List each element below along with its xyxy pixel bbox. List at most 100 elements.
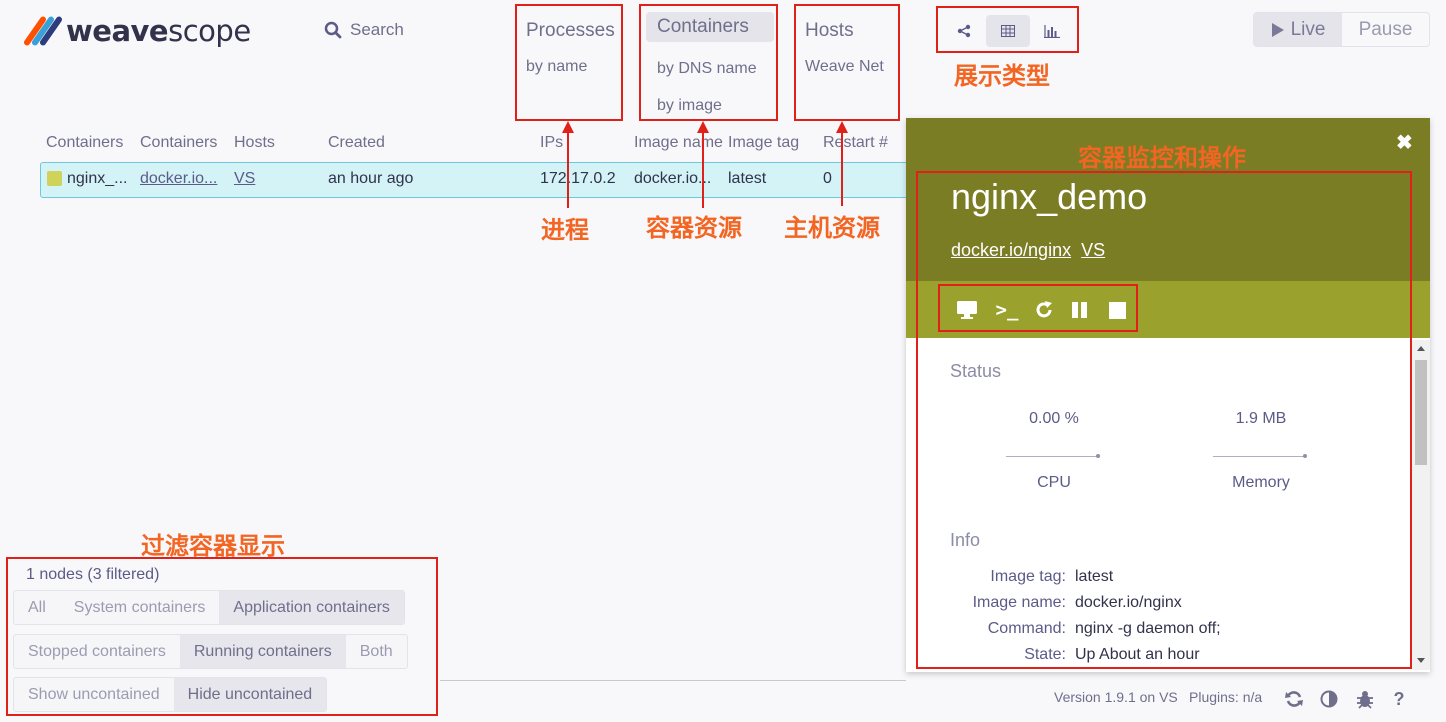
memory-label: Memory: [1232, 474, 1290, 491]
annotation-filter: 过滤容器显示: [141, 532, 285, 560]
actions-annotation-box: [938, 284, 1138, 332]
arrow-head-host: [836, 121, 848, 133]
play-icon: [1271, 22, 1284, 37]
contrast-icon[interactable]: [1318, 688, 1340, 710]
logo-wordmark: weavescope: [66, 14, 251, 48]
filter-application-containers[interactable]: Application containers: [219, 591, 404, 624]
refresh-icon[interactable]: [1283, 688, 1305, 710]
filter-show-uncontained[interactable]: Show uncontained: [28, 686, 160, 703]
column-header-hosts[interactable]: Hosts: [234, 134, 275, 151]
cell-host-link[interactable]: VS: [234, 170, 256, 187]
arrow-line-process: [567, 132, 569, 208]
column-header-restart[interactable]: Restart #: [823, 134, 888, 151]
pause-container-button[interactable]: [1067, 298, 1093, 322]
monitor-icon: [957, 301, 977, 319]
topology-processes[interactable]: Processes by name: [526, 20, 615, 76]
annotation-monitor: 容器监控和操作: [1078, 144, 1246, 172]
attach-button[interactable]: [954, 298, 980, 322]
info-key: Command:: [987, 620, 1066, 637]
filter-annotation-box: [6, 557, 438, 716]
info-key: State:: [1024, 646, 1066, 663]
details-header: [906, 118, 1430, 281]
hosts-annotation-box: [794, 4, 900, 121]
column-header-image-name[interactable]: Image name: [634, 134, 723, 151]
details-image-link[interactable]: docker.io/nginx: [951, 240, 1072, 260]
node-count: 1 nodes (3 filtered): [26, 566, 160, 583]
topology-processes-label[interactable]: Processes: [526, 20, 615, 41]
table-row[interactable]: [40, 162, 920, 198]
bug-icon[interactable]: [1354, 688, 1376, 710]
details-title: nginx_demo: [951, 176, 1148, 217]
view-mode-selector: [936, 6, 1079, 53]
arrow-head-container: [697, 121, 709, 133]
restart-icon: [1036, 301, 1052, 318]
info-key: Image tag:: [990, 568, 1066, 585]
scrollbar-thumb[interactable]: [1415, 360, 1427, 465]
topology-processes-by-name[interactable]: by name: [526, 58, 588, 75]
pause-button[interactable]: Pause: [1358, 18, 1413, 40]
search-label: Search: [350, 20, 404, 39]
details-toolbar: [906, 281, 1430, 338]
topology-containers-by-dns[interactable]: by DNS name: [657, 60, 757, 77]
resources-view-button[interactable]: [1030, 15, 1074, 47]
weavescope-logo: weavescope: [22, 14, 251, 48]
filter-group-state: Stopped containers Running containers Bo…: [13, 634, 408, 669]
help-icon[interactable]: ?: [1393, 688, 1405, 709]
cell-container-name[interactable]: nginx_...: [67, 170, 128, 187]
info-value: latest: [1075, 568, 1114, 585]
monitor-annotation-box: [916, 171, 1412, 669]
topology-hosts-weave-net[interactable]: Weave Net: [805, 58, 884, 75]
restart-button[interactable]: [1031, 298, 1057, 322]
arrow-line-container: [702, 132, 704, 208]
details-host-link[interactable]: VS: [1081, 240, 1106, 260]
topology-hosts-label[interactable]: Hosts: [805, 20, 854, 41]
search-box[interactable]: Search: [324, 20, 404, 40]
details-scrollbar[interactable]: [1412, 340, 1430, 670]
info-key: Image name:: [972, 594, 1066, 611]
node-details-panel: ✖ 容器监控和操作 nginx_demo docker.io/nginx VS …: [906, 118, 1430, 672]
scroll-up-icon[interactable]: [1417, 346, 1425, 351]
column-header-containers-image[interactable]: Containers: [140, 134, 218, 151]
table-view-button[interactable]: [986, 15, 1030, 47]
cell-image-link[interactable]: docker.io...: [140, 170, 218, 187]
info-value: nginx -g daemon off;: [1075, 620, 1221, 637]
filter-both[interactable]: Both: [359, 643, 393, 660]
scroll-down-icon[interactable]: [1417, 658, 1425, 663]
terminal-icon[interactable]: >_: [995, 299, 1019, 321]
annotation-container-resource: 容器资源: [646, 214, 742, 242]
graph-view-button[interactable]: [942, 15, 986, 47]
divider: [440, 680, 906, 681]
weave-logo-icon: [22, 15, 64, 47]
status-heading: Status: [950, 361, 1002, 381]
cell-image-tag: latest: [728, 170, 767, 187]
version-text: Version 1.9.1 on VS: [1054, 689, 1178, 705]
info-value: docker.io/nginx: [1075, 594, 1182, 611]
filter-all[interactable]: All: [28, 599, 46, 616]
arrow-line-host: [841, 132, 843, 206]
stop-button[interactable]: [1104, 298, 1130, 322]
resources-icon: [1044, 24, 1060, 38]
column-header-containers[interactable]: Containers: [46, 134, 124, 151]
column-header-created[interactable]: Created: [328, 134, 385, 151]
topology-containers-by-image[interactable]: by image: [657, 97, 722, 114]
info-value: Up About an hour: [1075, 646, 1200, 663]
cpu-sparkline: [1006, 454, 1100, 458]
playback-control: Live Pause: [1253, 12, 1430, 47]
memory-sparkline: [1213, 454, 1307, 458]
topology-hosts[interactable]: Hosts Weave Net: [805, 20, 884, 76]
close-icon[interactable]: ✖: [1396, 132, 1413, 154]
column-header-image-tag[interactable]: Image tag: [728, 134, 800, 151]
cell-restart-count: 0: [823, 170, 832, 187]
topology-containers-label[interactable]: Containers: [657, 16, 749, 37]
live-button[interactable]: Live: [1254, 13, 1342, 46]
filter-stopped-containers[interactable]: Stopped containers: [28, 643, 166, 660]
filter-running-containers[interactable]: Running containers: [179, 635, 346, 668]
stop-icon: [1109, 302, 1126, 319]
filter-system-containers[interactable]: System containers: [73, 599, 206, 616]
topology-containers[interactable]: Containers: [646, 12, 774, 42]
arrow-head-process: [562, 121, 574, 133]
filter-hide-uncontained[interactable]: Hide uncontained: [173, 678, 327, 711]
node-color-swatch: [47, 171, 62, 186]
filter-group-system: All System containers Application contai…: [13, 590, 405, 625]
column-header-ips[interactable]: IPs: [540, 134, 564, 151]
